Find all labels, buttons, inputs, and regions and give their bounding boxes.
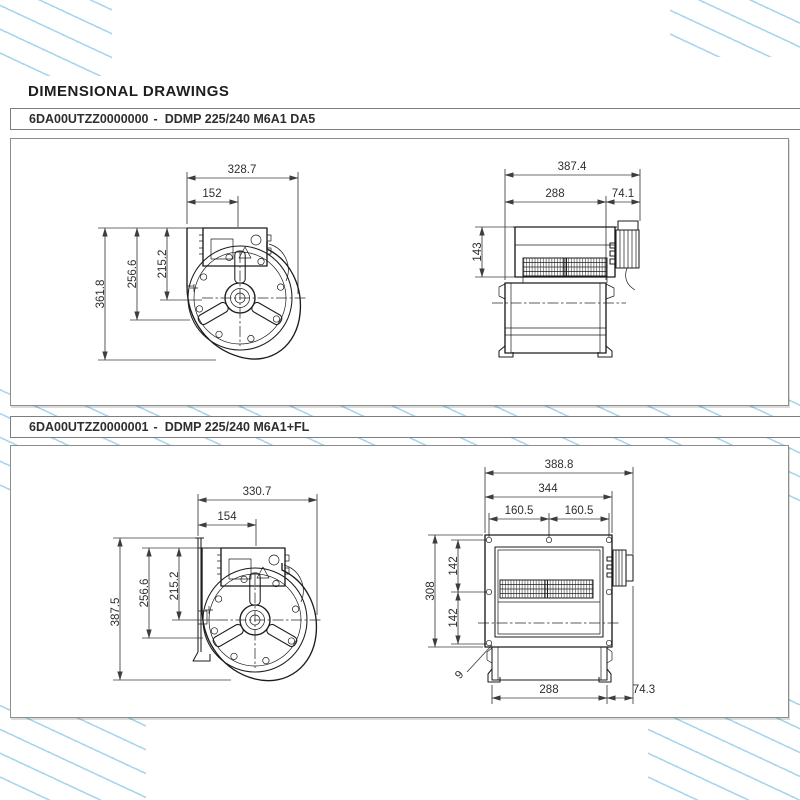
section2-drawing-panel: [10, 445, 789, 718]
stripe-decoration-top-left: [0, 0, 112, 76]
stripe-decoration-top-right: [670, 0, 800, 57]
dim-label: 387.4: [558, 161, 587, 173]
section1-drawing-panel: [10, 138, 789, 406]
flange-hole: [605, 536, 613, 544]
section2-front-view-drawing: 388.8 344 160.5 160.5 308 142 142 288 74…: [425, 459, 655, 704]
dim-label: 143: [472, 242, 484, 261]
dim-label: 330.7: [243, 486, 272, 498]
dim-label: 160.5: [565, 505, 594, 517]
fan-drum: [492, 282, 626, 358]
section1-side-view-drawing: 328.7 152 361.8 256.6 215.2: [95, 164, 306, 361]
flange-hole: [605, 588, 613, 596]
section1-title-bar: 6DA00UTZZ0000000-DDMP 225/240 M6A1 DA5: [10, 108, 800, 130]
dim-label: 154: [217, 511, 237, 523]
terminal-box: [217, 547, 304, 603]
motor: [609, 220, 640, 291]
fan-drum: [486, 646, 613, 683]
dim-label: 288: [539, 684, 558, 696]
fan-scroll-housing: [192, 537, 318, 682]
section2-part-code: 6DA00UTZZ0000001: [29, 420, 149, 434]
section2-side-view-drawing: 330.7 154 387.5 256.6 215.2: [110, 486, 321, 682]
dim-label: 387.5: [110, 598, 122, 627]
dimension-lines: 330.7 154 387.5 256.6 215.2: [110, 486, 318, 681]
impeller-through-opening: [478, 579, 620, 624]
inlet-flange: [195, 537, 204, 652]
section1-front-view-drawing: 387.4 288 74.1 143: [472, 161, 641, 358]
section2-model-name: DDMP 225/240 M6A1+FL: [164, 420, 310, 434]
dimension-lines: 388.8 344 160.5 160.5 308 142 142 288 74…: [425, 459, 655, 704]
dim-label: 388.8: [545, 459, 574, 471]
cable-gland: [250, 234, 262, 246]
dimension-lines: 387.4 288 74.1 143: [472, 161, 641, 280]
cable-gland: [268, 554, 280, 566]
dim-label: 215.2: [169, 572, 181, 601]
dim-label: 160.5: [505, 505, 534, 517]
dim-label: 344: [538, 483, 558, 495]
fan-housing-top: [513, 226, 617, 283]
section1-model-name: DDMP 225/240 M6A1 DA5: [164, 112, 316, 126]
motor: [606, 549, 634, 587]
dim-label: 256.6: [127, 260, 139, 289]
flange-hole: [485, 588, 493, 596]
inlet-and-impeller: [187, 245, 306, 351]
flange-foot: [192, 651, 211, 662]
warning-triangle-icon: [256, 566, 270, 579]
dim-label: 361.8: [95, 280, 107, 309]
section1-separator: -: [153, 112, 158, 126]
fan-scroll-housing: [186, 227, 302, 360]
flange-hole: [605, 639, 613, 647]
dim-label: 142: [448, 608, 460, 627]
section2-separator: -: [153, 420, 158, 434]
dim-label-hole-diameter: 9: [453, 669, 466, 682]
dim-label: 308: [425, 581, 437, 600]
flange-hole: [545, 536, 553, 544]
dim-label: 152: [202, 188, 221, 200]
section2-title-bar: 6DA00UTZZ0000001-DDMP 225/240 M6A1+FL: [10, 416, 800, 438]
dimension-lines: 328.7 152 361.8 256.6 215.2: [95, 164, 299, 361]
flange-hole: [485, 639, 493, 647]
dim-label: 142: [448, 556, 460, 575]
flange-hole: [485, 536, 493, 544]
dim-label: 288: [545, 188, 564, 200]
dim-label: 215.2: [157, 250, 169, 279]
page-title: DIMENSIONAL DRAWINGS: [28, 83, 230, 100]
inlet-and-impeller: [202, 567, 321, 673]
dim-label: 256.6: [139, 579, 151, 608]
dim-label: 74.3: [633, 684, 655, 696]
dim-label: 74.1: [612, 188, 634, 200]
section1-part-code: 6DA00UTZZ0000000: [29, 112, 149, 126]
dim-label: 328.7: [228, 164, 257, 176]
